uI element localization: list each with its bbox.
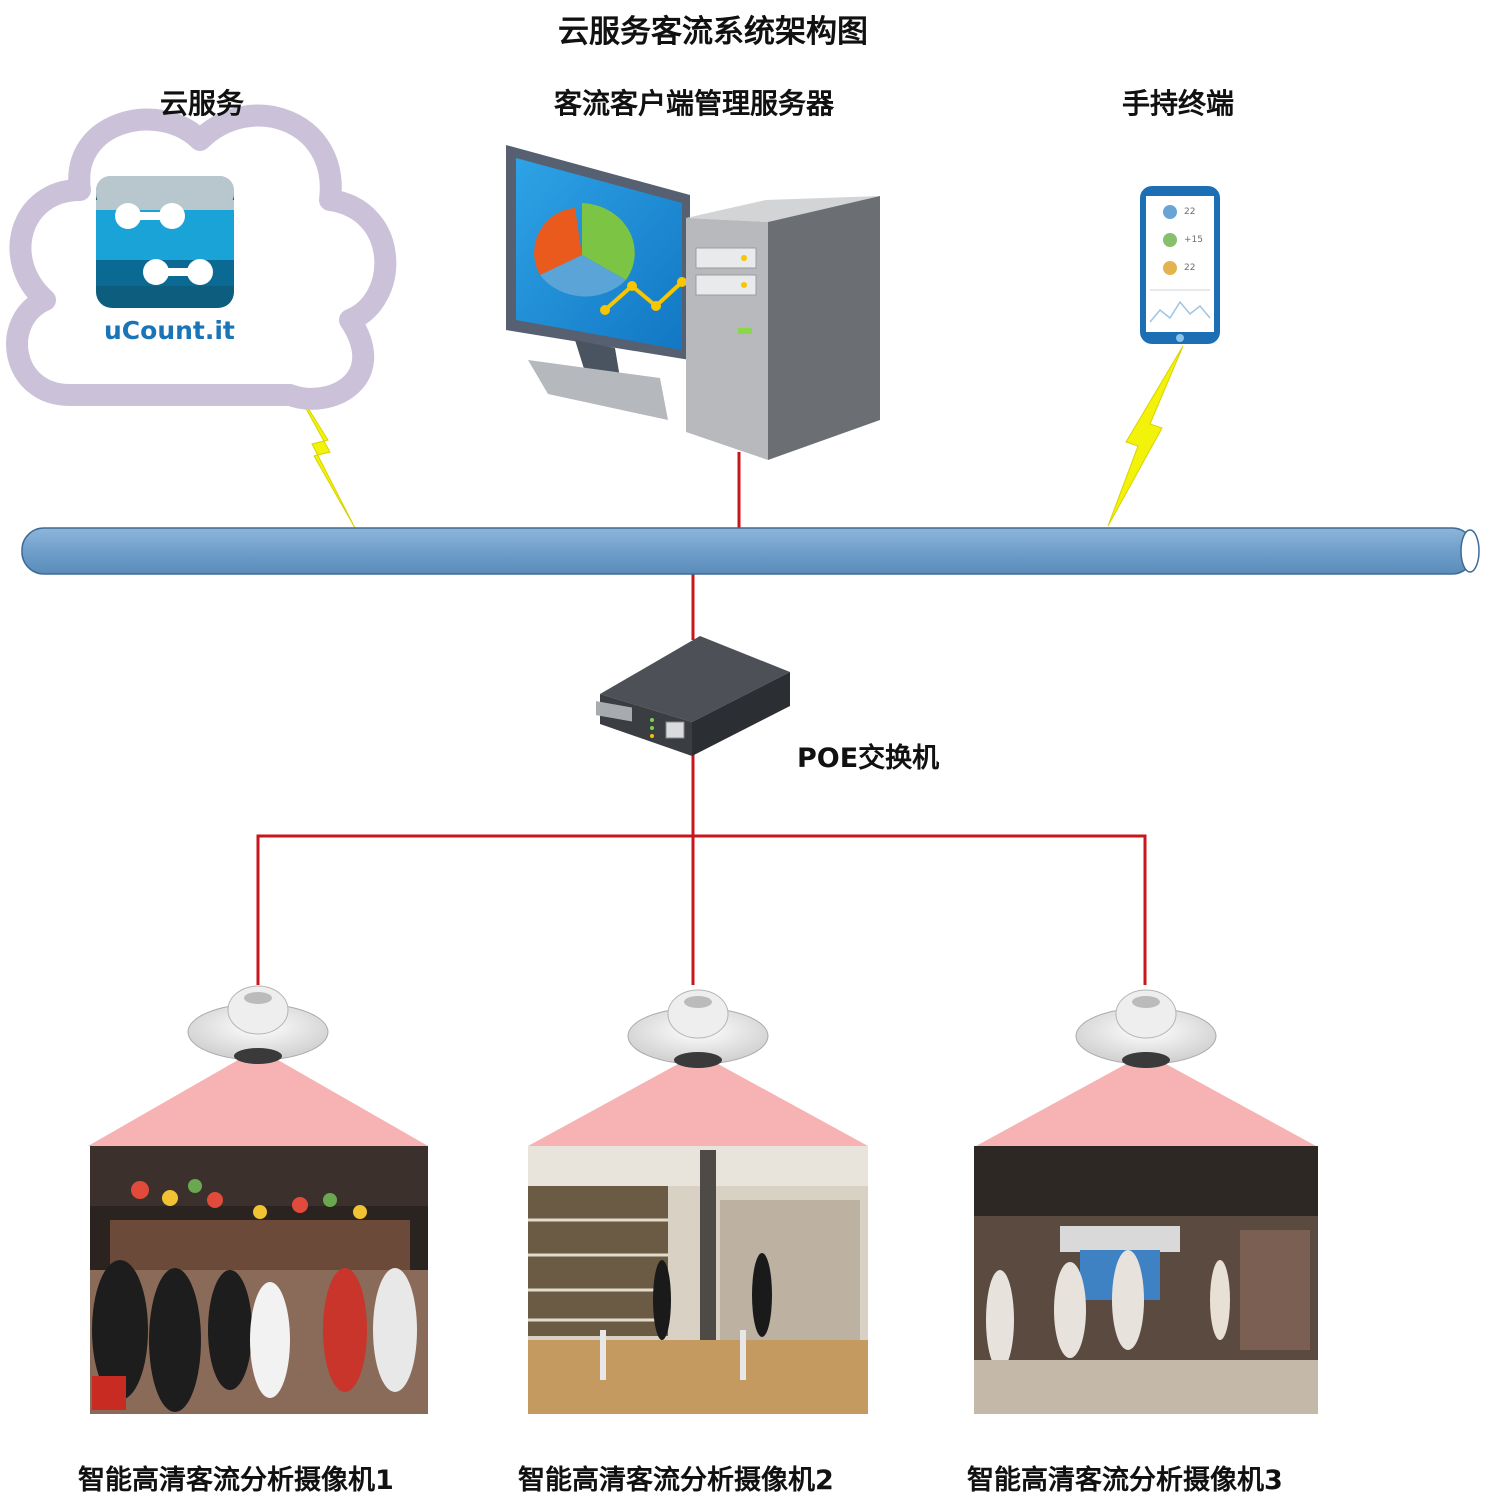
phone-reading-3: 22	[1184, 263, 1195, 273]
store-photo-3	[974, 1146, 1318, 1414]
store-photo-2	[528, 1146, 868, 1414]
camera-3	[976, 989, 1316, 1146]
cloud-service-icon	[6, 104, 397, 410]
handheld-terminal-icon: 22 +15 22	[1140, 186, 1220, 344]
handheld-terminal-label: 手持终端	[1122, 87, 1235, 120]
server-label: 客流客户端管理服务器	[554, 87, 835, 120]
cloud-service-label: 云服务	[160, 87, 245, 120]
diagram-title: 云服务客流系统架构图	[558, 14, 868, 50]
server-computer-icon	[506, 145, 880, 460]
screen-line-chart	[603, 280, 684, 312]
camera-1-label: 智能高清客流分析摄像机1	[78, 1465, 394, 1496]
camera-3-label: 智能高清客流分析摄像机3	[967, 1465, 1283, 1496]
network-wires	[256, 452, 1147, 985]
poe-switch-icon	[596, 636, 790, 756]
wireless-link-handheld	[1107, 345, 1184, 527]
phone-reading-1: 22	[1184, 207, 1195, 217]
network-bus	[21, 527, 1480, 575]
poe-switch-label: POE交换机	[797, 743, 940, 774]
screen-pie-chart	[534, 203, 635, 297]
ucount-brand-text: uCount.it	[104, 316, 235, 345]
ucount-logo	[96, 176, 234, 308]
phone-reading-2: +15	[1184, 235, 1203, 245]
camera-2-label: 智能高清客流分析摄像机2	[518, 1465, 834, 1496]
camera-2	[528, 989, 868, 1146]
camera-1	[88, 985, 428, 1146]
store-photo-1	[90, 1146, 428, 1414]
